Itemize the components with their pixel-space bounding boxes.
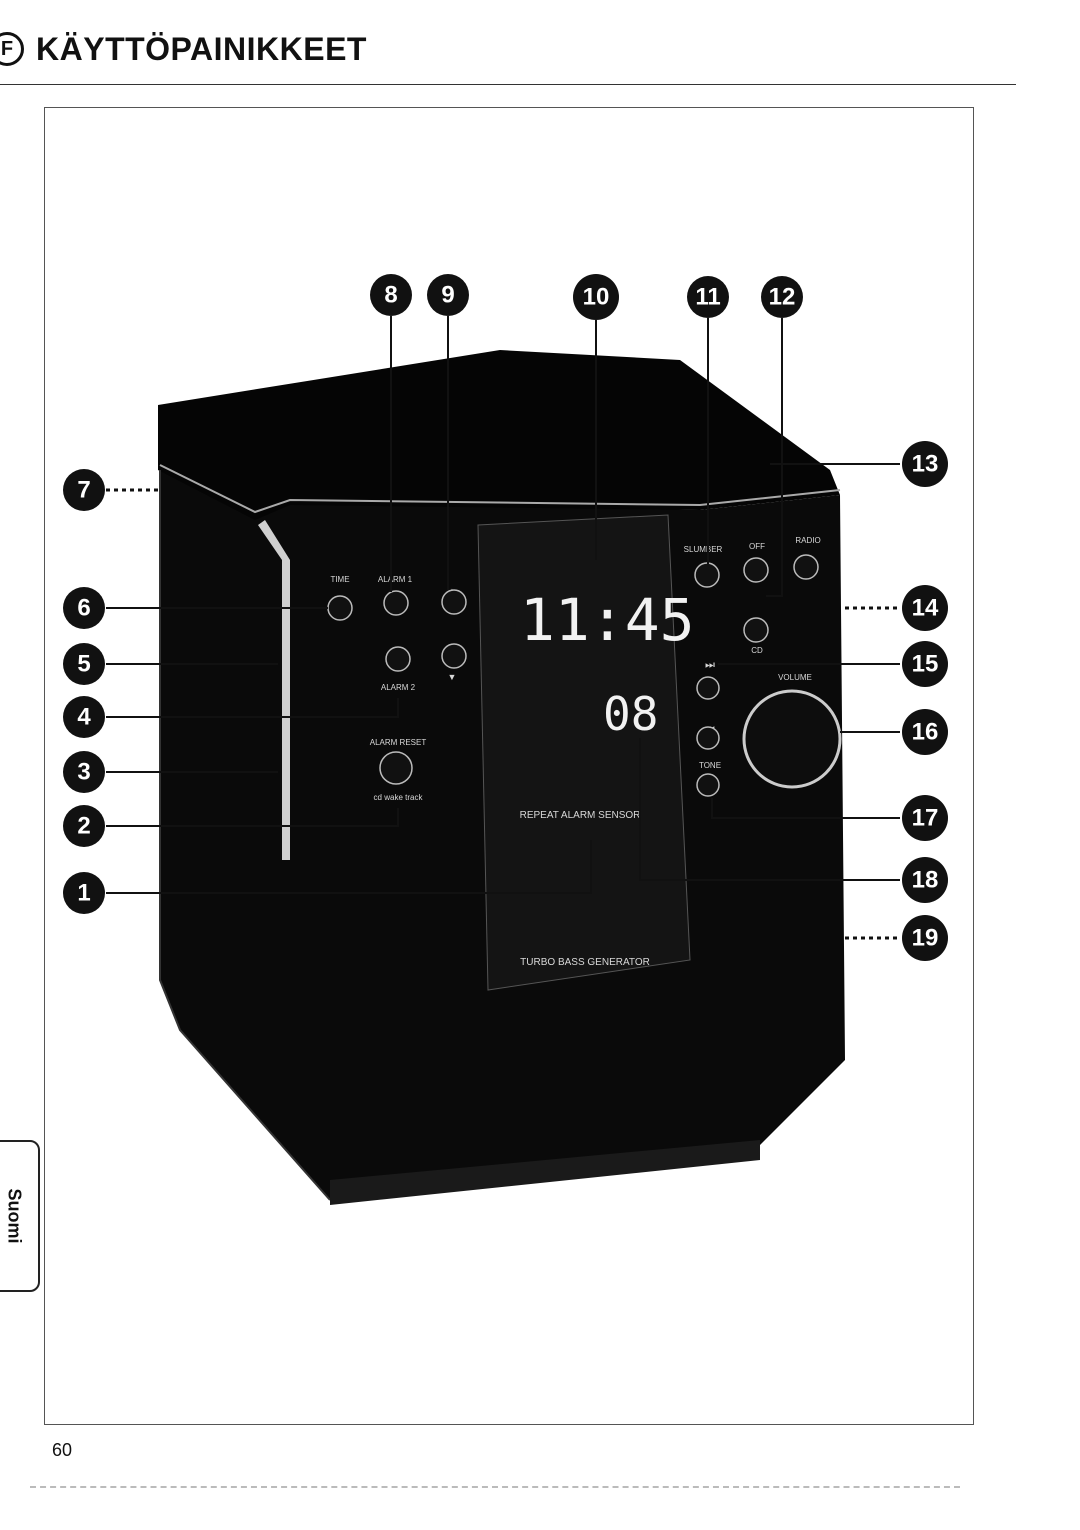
label-tone: TONE: [699, 761, 721, 770]
device-lid: [158, 350, 840, 520]
next-button[interactable]: [696, 676, 720, 700]
alarm1-button[interactable]: [383, 590, 409, 616]
callout-12: 12: [761, 276, 803, 318]
svg-text:6: 6: [77, 595, 90, 622]
svg-text:18: 18: [912, 867, 939, 894]
svg-text:7: 7: [77, 477, 90, 504]
label-time: TIME: [330, 575, 349, 584]
callout-10: 10: [573, 274, 619, 320]
radio-button[interactable]: [793, 554, 819, 580]
callout-13: 13: [902, 441, 948, 487]
svg-text:9: 9: [441, 282, 454, 309]
callout-1: 1: [63, 872, 105, 914]
label-radio: RADIO: [795, 536, 820, 545]
callout-14: 14: [902, 585, 948, 631]
callout-6: 6: [63, 587, 105, 629]
svg-text:3: 3: [77, 759, 90, 786]
callout-19: 19: [902, 915, 948, 961]
svg-text:8: 8: [384, 282, 397, 309]
callout-16: 16: [902, 709, 948, 755]
label-volume: VOLUME: [778, 673, 812, 682]
svg-text:14: 14: [912, 595, 939, 622]
next-track-icon: ⏭: [705, 659, 715, 671]
svg-text:17: 17: [912, 805, 939, 832]
lid-highlight: [159, 464, 841, 514]
callout-8: 8: [370, 274, 412, 316]
svg-text:12: 12: [769, 284, 796, 311]
time-button[interactable]: [327, 595, 353, 621]
svg-text:16: 16: [912, 719, 939, 746]
callout-9: 9: [427, 274, 469, 316]
volume-knob[interactable]: [742, 689, 842, 789]
svg-text:10: 10: [583, 284, 610, 311]
alarm2-button[interactable]: [385, 646, 411, 672]
slumber-button[interactable]: [694, 562, 720, 588]
label-off: OFF: [749, 542, 765, 551]
leader-4: [106, 698, 399, 718]
left-panel-edge: [258, 520, 290, 860]
callout-11: 11: [687, 276, 729, 318]
header-rule: [0, 84, 1016, 85]
callout-4: 4: [63, 696, 105, 738]
page-title: KÄYTTÖPAINIKKEET: [36, 30, 367, 67]
base-shadow: [330, 1140, 760, 1205]
label-repeat-alarm-sensor: REPEAT ALARM SENSOR: [520, 810, 641, 821]
label-cd-wake-track: cd wake track: [374, 793, 424, 802]
window-panel: [477, 514, 691, 991]
leader-18: [639, 738, 900, 881]
time-display: 11:45: [520, 586, 695, 654]
cd-button[interactable]: [743, 617, 769, 643]
svg-text:4: 4: [77, 704, 91, 731]
svg-text:13: 13: [912, 451, 939, 478]
leader-1: [106, 840, 592, 894]
label-alarm2: ALARM 2: [381, 683, 416, 692]
page-number: 60: [52, 1440, 73, 1460]
leader-2: [106, 808, 399, 827]
tuning-down-button[interactable]: [441, 643, 467, 669]
leader-12: [766, 318, 783, 597]
label-cd: CD: [751, 646, 763, 655]
language-badge: F: [0, 32, 24, 66]
label-alarm1: ALARM 1: [378, 575, 413, 584]
page-header: F KÄYTTÖPAINIKKEET: [0, 24, 367, 74]
label-slumber: SLUMBER: [684, 545, 723, 554]
svg-text:5: 5: [77, 651, 90, 678]
tone-button[interactable]: [696, 773, 720, 797]
callout-2: 2: [63, 805, 105, 847]
callout-3: 3: [63, 751, 105, 793]
callout-5: 5: [63, 643, 105, 685]
track-display: 08: [603, 687, 658, 741]
off-button[interactable]: [743, 557, 769, 583]
svg-text:2: 2: [77, 813, 90, 840]
callout-17: 17: [902, 795, 948, 841]
svg-text:15: 15: [912, 651, 939, 678]
side-edge: [159, 470, 331, 1201]
svg-text:1: 1: [77, 880, 90, 907]
svg-text:11: 11: [695, 284, 720, 311]
callout-18: 18: [902, 857, 948, 903]
label-alarm-reset: ALARM RESET: [370, 738, 427, 747]
alarm-reset-button[interactable]: [379, 751, 413, 785]
footer-scan-artifact: [30, 1486, 960, 1488]
label-turbo-bass: TURBO BASS GENERATOR: [520, 957, 650, 968]
leader-17: [711, 798, 900, 819]
previous-button[interactable]: [696, 726, 720, 750]
side-tab-label: Suomi: [4, 1188, 25, 1244]
tuning-up-button[interactable]: [441, 589, 467, 615]
figure-frame: [44, 107, 974, 1425]
svg-text:19: 19: [912, 925, 939, 952]
language-side-tab: Suomi: [0, 1140, 40, 1292]
down-arrow-icon: ▼: [448, 672, 457, 682]
callout-15: 15: [902, 641, 948, 687]
callout-7: 7: [63, 469, 105, 511]
